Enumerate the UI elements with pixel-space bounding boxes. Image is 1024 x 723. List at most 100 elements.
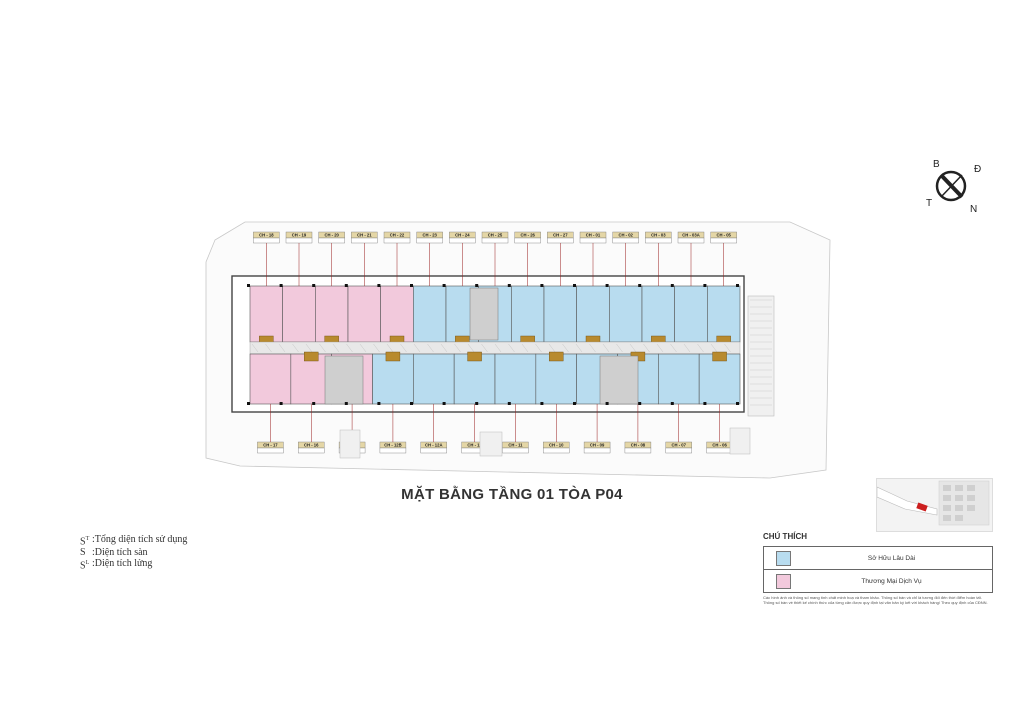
column	[605, 402, 609, 405]
unit-area-box	[514, 237, 541, 244]
corridor-hatch	[440, 343, 448, 353]
legend: Sở Hữu Lâu Dài Thương Mại Dịch Vụ	[763, 546, 993, 593]
unit-top-1	[249, 285, 283, 343]
column	[377, 284, 381, 287]
compass-label-d: Đ	[974, 164, 981, 175]
column	[377, 402, 381, 405]
column	[475, 284, 479, 287]
column	[279, 284, 283, 287]
column	[573, 402, 576, 405]
corridor-hatch	[481, 343, 488, 353]
unit-bottom-12	[698, 353, 741, 405]
unit-area-box	[612, 237, 639, 244]
corridor-hatch	[494, 343, 502, 353]
entrance-steps-center	[479, 431, 503, 457]
column	[736, 284, 739, 287]
column	[638, 402, 642, 405]
corridor-hatch	[332, 343, 340, 353]
site-location-map	[876, 478, 993, 532]
legend-item-commercial: Thương Mại Dịch Vụ	[764, 570, 992, 592]
entrance-steps-right	[729, 427, 751, 455]
column	[736, 402, 739, 405]
unit-bottom-11	[658, 353, 700, 405]
column	[703, 402, 707, 405]
disclaimer-note: Các hình ảnh và thông số mang tính chất …	[763, 595, 988, 605]
unit-area-box	[710, 237, 737, 244]
column	[442, 284, 446, 287]
stair-block	[385, 351, 401, 362]
unit-label-top-15: CH - 05	[716, 233, 731, 238]
unit-top-9	[511, 285, 545, 343]
unit-label-bottom-11: CH - 07	[672, 443, 687, 448]
stair-block	[549, 351, 564, 362]
unit-bottom-7	[494, 353, 537, 405]
unit-area-box	[318, 237, 345, 244]
corridor-hatch	[413, 343, 421, 353]
column	[605, 284, 609, 287]
unit-label-top-1: CH - 18	[259, 233, 274, 238]
corridor-hatch	[521, 343, 529, 353]
corridor-hatch	[278, 343, 286, 353]
unit-label-bottom-1: CH - 17	[263, 443, 278, 448]
service-core-right	[599, 355, 639, 405]
corridor-hatch	[535, 343, 542, 353]
unit-top-13	[641, 285, 675, 343]
unit-top-5	[380, 285, 414, 343]
unit-bottom-6	[453, 353, 496, 405]
unit-area-box	[285, 237, 313, 244]
unit-area-box	[706, 447, 733, 454]
column	[670, 402, 674, 405]
column	[703, 284, 707, 287]
unit-top-6	[413, 285, 447, 343]
unit-area-box	[379, 447, 407, 454]
definition-mezzanine-area: SL : Diện tích lửng	[80, 558, 153, 572]
corridor-hatch	[346, 343, 353, 353]
unit-area-box	[383, 237, 411, 244]
unit-area-box	[583, 447, 611, 454]
corridor-hatch	[710, 343, 718, 353]
corridor-hatch	[589, 343, 596, 353]
unit-top-12	[609, 285, 643, 343]
unit-area-box	[351, 237, 378, 244]
entrance-steps-left	[339, 429, 361, 459]
definition-total-area: ST : Tổng diện tích sử dụng	[80, 534, 188, 548]
corridor-hatch	[670, 343, 677, 353]
corridor-hatch	[602, 343, 610, 353]
unit-label-top-8: CH - 25	[488, 233, 503, 238]
column	[573, 284, 576, 287]
unit-label-top-5: CH - 22	[390, 233, 405, 238]
service-core-left	[324, 355, 364, 405]
column	[410, 284, 413, 287]
column	[410, 402, 413, 405]
unit-label-top-10: CH - 27	[553, 233, 568, 238]
corridor-hatch	[575, 343, 583, 353]
legend-title: CHÚ THÍCH	[763, 532, 807, 541]
unit-label-top-14: CH - 03A	[682, 233, 699, 238]
column	[540, 402, 544, 405]
unit-label-bottom-4: CH - 12B	[384, 443, 401, 448]
unit-area-box	[298, 447, 325, 454]
compass-label-b: B	[933, 159, 940, 170]
column	[312, 284, 316, 287]
column	[344, 402, 348, 405]
unit-top-2	[282, 285, 316, 343]
unit-label-bottom-7: CH - 11	[508, 443, 523, 448]
corridor-hatch	[427, 343, 434, 353]
unit-top-4	[347, 285, 381, 343]
corridor-hatch	[386, 343, 394, 353]
plan-title: MẶT BẰNG TẦNG 01 TÒA P04	[401, 486, 623, 503]
unit-area-box	[502, 447, 529, 454]
corridor-hatch	[656, 343, 664, 353]
corridor-hatch	[400, 343, 407, 353]
corridor-hatch	[467, 343, 475, 353]
stair-block	[304, 351, 319, 362]
corridor-hatch	[616, 343, 623, 353]
unit-top-14	[674, 285, 708, 343]
compass-label-t: T	[926, 198, 932, 209]
corridor-hatch	[697, 343, 704, 353]
corridor-hatch	[359, 343, 367, 353]
unit-label-bottom-12: CH - 06	[712, 443, 727, 448]
unit-area-box	[547, 237, 574, 244]
unit-label-bottom-2: CH - 16	[304, 443, 319, 448]
